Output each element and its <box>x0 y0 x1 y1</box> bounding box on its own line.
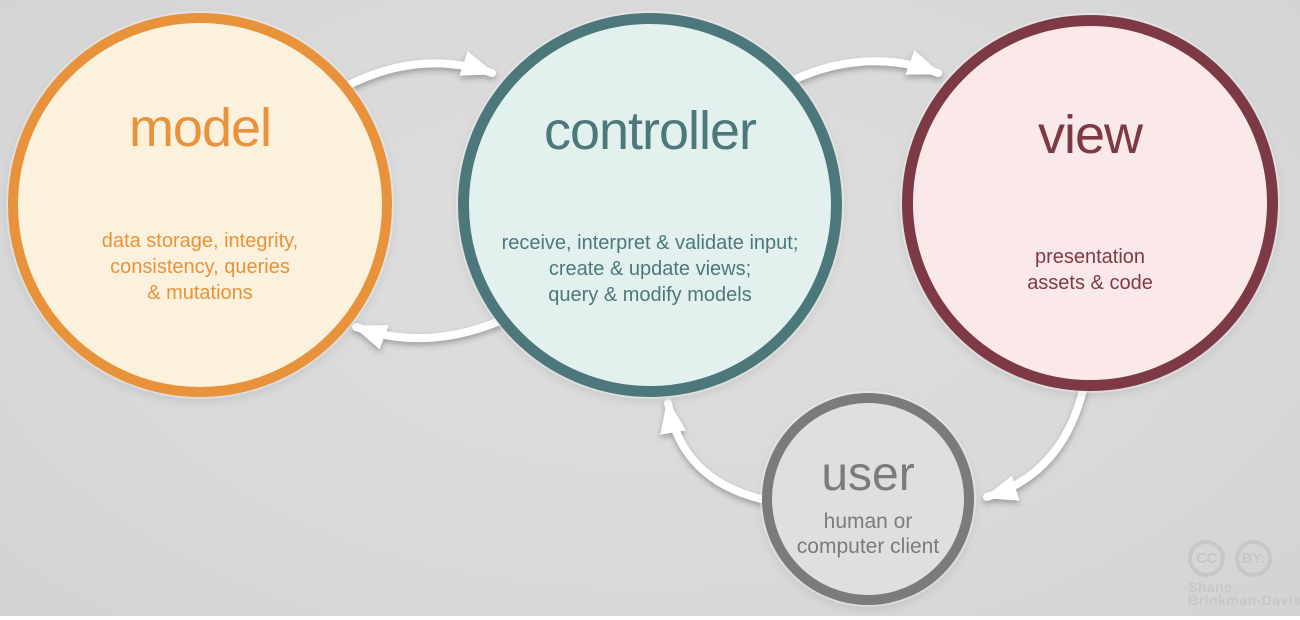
model-description: data storage, integrity, consistency, qu… <box>101 230 299 304</box>
cc-license-attribution: CC BY: Shane Brinkman-Davis <box>1188 540 1300 607</box>
user-title: user <box>821 448 915 501</box>
node-view: view presentation assets & code <box>902 15 1278 391</box>
arrow-view-to-user <box>983 386 1087 501</box>
arrow-model-to-controller <box>339 51 496 92</box>
arrow-controller-to-view <box>787 50 942 85</box>
arrow-user-to-controller <box>660 399 765 503</box>
author-line-1: Shane <box>1188 579 1233 595</box>
node-controller: controller receive, interpret & validate… <box>458 13 842 397</box>
cc-by-icon: BY: <box>1235 540 1272 577</box>
controller-title: controller <box>543 101 757 161</box>
author-name: Shane Brinkman-Davis <box>1188 579 1300 608</box>
user-description: human or computer client <box>796 510 940 558</box>
bottom-edge-strip <box>0 616 1300 620</box>
node-model: model data storage, integrity, consisten… <box>8 13 392 397</box>
author-line-2: Brinkman-Davis <box>1188 592 1300 608</box>
arrow-controller-to-model <box>352 317 504 350</box>
view-title: view <box>1037 105 1143 165</box>
view-description: presentation assets & code <box>1027 246 1153 294</box>
controller-description: receive, interpret & validate input; cre… <box>501 232 799 306</box>
node-user: user human or computer client <box>762 393 974 605</box>
model-title: model <box>128 98 272 158</box>
cc-icon: CC <box>1188 540 1225 577</box>
cc-badge-row: CC BY: <box>1188 540 1300 577</box>
